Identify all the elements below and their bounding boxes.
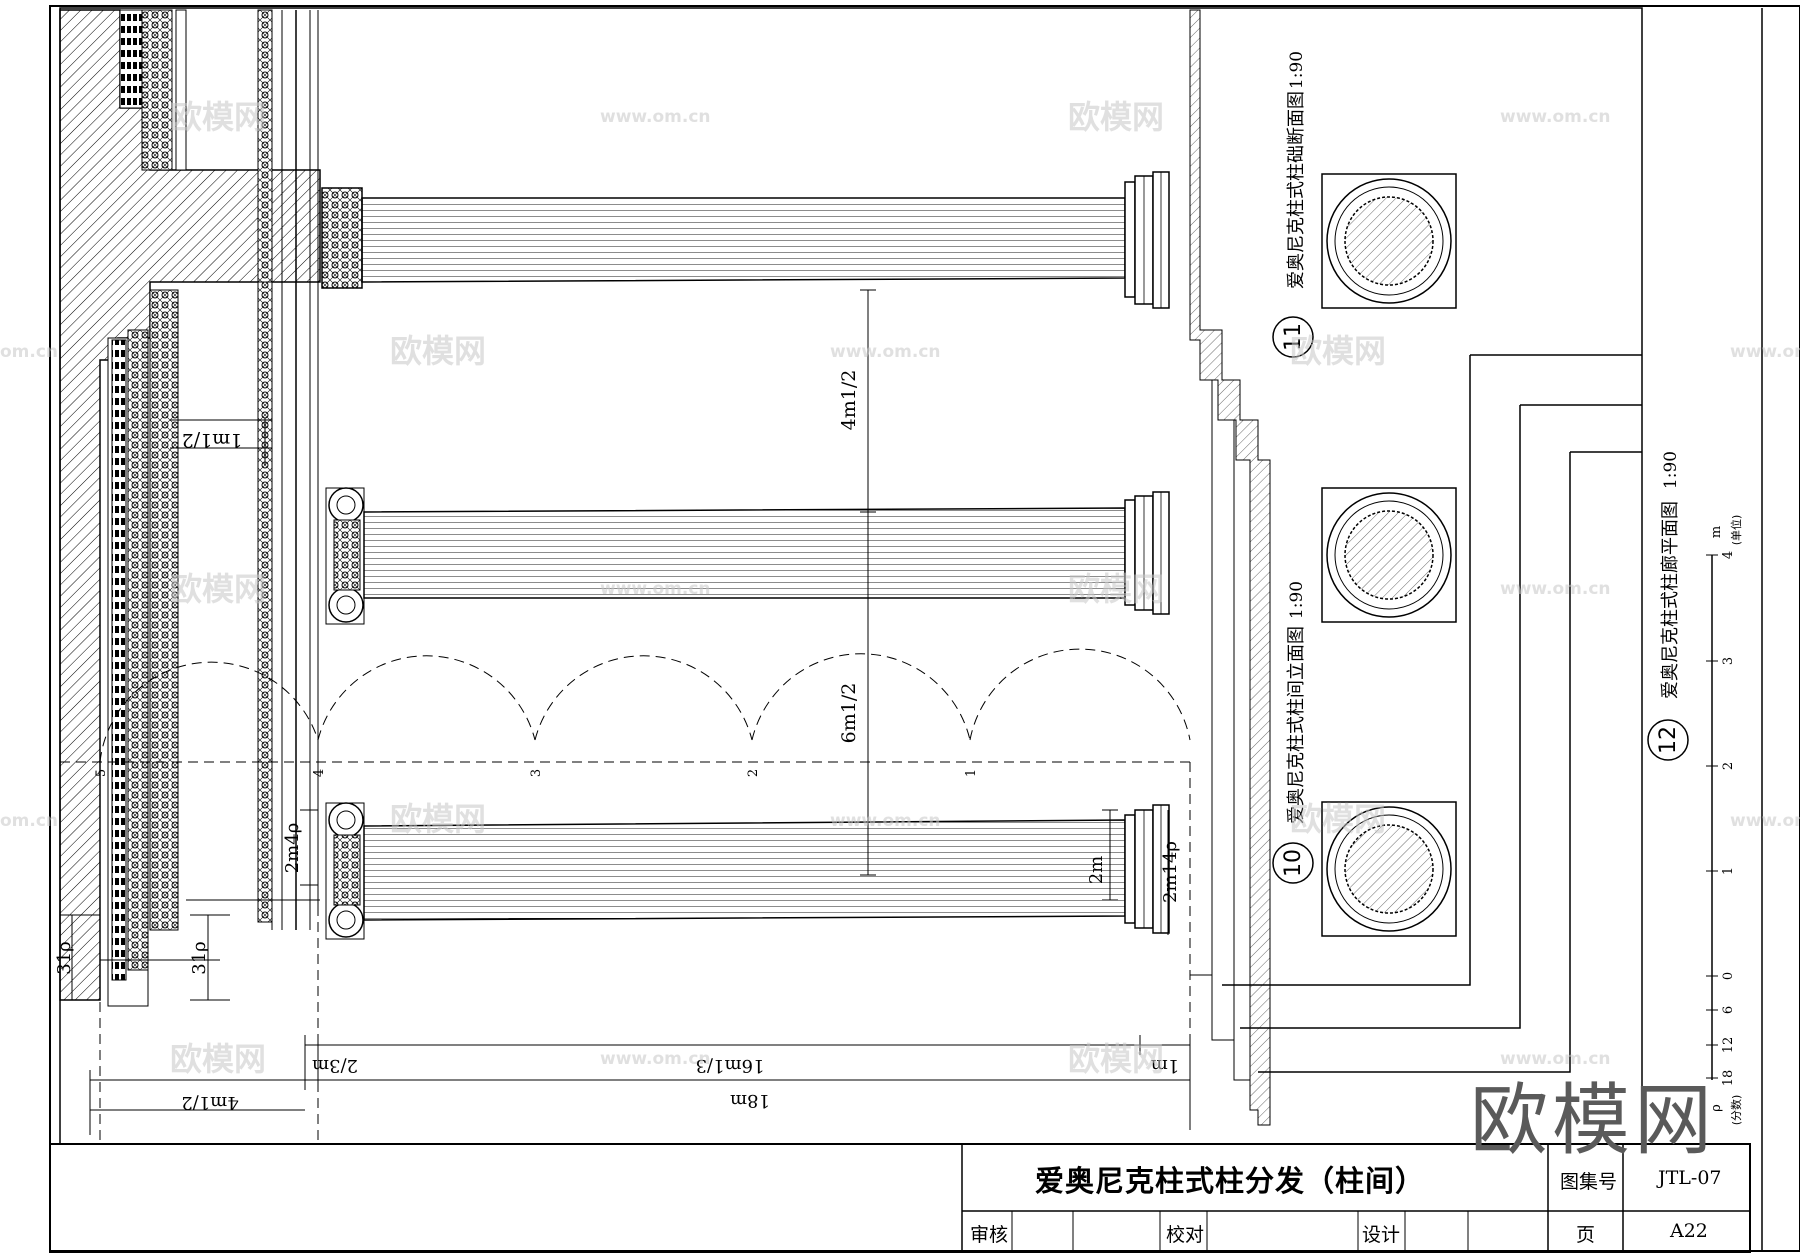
wm-cn-3: 欧模网: [390, 332, 486, 370]
dim-31p-b: 31ρ: [189, 941, 210, 975]
scale-tick-0: 0: [1721, 972, 1736, 980]
wm-cn-1: 欧模网: [170, 98, 266, 136]
scale-bar: [1706, 554, 1718, 1080]
design-label: 设计: [1362, 1224, 1401, 1246]
arc-point-2: 2: [746, 769, 761, 777]
wm-cn-9: 欧模网: [170, 1040, 266, 1078]
wm-url-5: www.om.cn: [600, 579, 711, 599]
scale-tick-4: 4: [1721, 551, 1736, 559]
view-12-title: 爱奥尼克柱式柱廊平面图: [1660, 501, 1681, 699]
main-title: 爱奥尼克柱式柱分发（柱间）: [1035, 1164, 1426, 1198]
arc-point-5: 5: [94, 769, 109, 777]
dim-18m: 18m: [730, 1090, 770, 1111]
arc-point-labels: 1 2 3 4 5: [94, 769, 979, 777]
wm-cn-5: 欧模网: [170, 570, 266, 608]
title-block: [49, 1143, 1751, 1253]
dim-2m4p: 2m4ρ: [282, 823, 303, 874]
scale-m-label: m: [1709, 526, 1724, 538]
dim-2m14p: 2m14ρ: [1160, 841, 1181, 903]
view-10-label: 10 爱奥尼克柱式柱间立面图 1:90: [1272, 581, 1314, 884]
wm-cn-10: 欧模网: [1068, 1040, 1164, 1078]
dim-1m: 1m: [1151, 1055, 1180, 1076]
small-dims-left: [60, 809, 1169, 1001]
wm-cn-2: 欧模网: [1068, 98, 1164, 136]
view-10-scale: 1:90: [1287, 581, 1307, 619]
wm-url-4: www.om.cn: [1730, 342, 1800, 362]
wm-cn-4: 欧模网: [1290, 332, 1386, 370]
plan-circle-top: [1321, 173, 1457, 309]
dim-16m13: 16m1/3: [696, 1055, 765, 1076]
arc-point-1: 1: [964, 769, 979, 777]
atlas-label: 图集号: [1560, 1171, 1618, 1193]
wm-url-7: www.om.cn: [830, 811, 941, 831]
scale-p-tick-18: 18: [1721, 1070, 1736, 1087]
wm-url-short-1: om.cn: [0, 342, 58, 362]
watermark-logo: 欧模网: [1470, 1076, 1717, 1166]
scale-p-tick-6: 6: [1721, 1006, 1736, 1014]
scale-tick-3: 3: [1721, 657, 1736, 665]
wm-url-1: www.om.cn: [600, 107, 711, 127]
view-11-number: 11: [1281, 323, 1306, 351]
view-10-title: 爱奥尼克柱式柱间立面图: [1286, 626, 1307, 824]
view-11-title: 爱奥尼克柱式柱础断面图: [1286, 91, 1307, 289]
column-top: [321, 171, 1170, 309]
dim-2-3m: 2/3m: [312, 1055, 358, 1076]
watermarks: 欧模网 www.om.cn 欧模网 www.om.cn om.cn 欧模网 ww…: [0, 98, 1800, 1078]
vertical-dims: [170, 289, 876, 876]
review-label: 审核: [970, 1224, 1009, 1246]
wm-cn-8: 欧模网: [1290, 800, 1386, 838]
dim-31p-a: 31ρ: [54, 941, 75, 975]
wall-steps: [1189, 9, 1642, 1126]
page-value: A22: [1670, 1220, 1708, 1242]
dim-6m12-vertical: 6m1/2: [838, 683, 860, 744]
entablature-section: [59, 9, 321, 1007]
wm-cn-7: 欧模网: [390, 800, 486, 838]
plan-circle-mid: [1321, 487, 1457, 623]
column-bottom: [325, 802, 1170, 940]
arc-point-4: 4: [312, 769, 327, 777]
wm-url-8: www.om.cn: [1730, 811, 1800, 831]
atlas-value: JTL-07: [1658, 1167, 1722, 1189]
scale-tick-1: 1: [1721, 867, 1736, 875]
wm-url-9: www.om.cn: [600, 1049, 711, 1069]
check-label: 校对: [1166, 1224, 1205, 1246]
scale-p-label: ρ: [1709, 1104, 1724, 1112]
view-11-label: 11 爱奥尼克柱式柱础断面图 1:90: [1272, 51, 1314, 358]
arc-point-3: 3: [529, 769, 544, 777]
horizontal-dims: [89, 1035, 1191, 1135]
view-11-scale: 1:90: [1287, 51, 1307, 89]
wm-url-6: www.om.cn: [1500, 579, 1611, 599]
view-12-number: 12: [1656, 726, 1681, 754]
wm-url-10: www.om.cn: [1500, 1049, 1611, 1069]
plan-circle-bottom: [1321, 801, 1457, 937]
column-middle: [325, 487, 1170, 625]
scale-m-unit: (单位): [1729, 515, 1743, 546]
wm-url-2: www.om.cn: [1500, 107, 1611, 127]
scale-p-unit: (分数): [1730, 1095, 1743, 1126]
view-12-scale: 1:90: [1661, 451, 1681, 489]
view-12-label: 12 爱奥尼克柱式柱廊平面图 1:90: [1647, 451, 1689, 761]
wm-url-3: www.om.cn: [830, 342, 941, 362]
wm-cn-6: 欧模网: [1068, 570, 1164, 608]
dim-1m12-left: 1m1/2: [182, 429, 243, 451]
wm-url-short-2: om.cn: [0, 811, 58, 831]
scale-p-tick-12: 12: [1721, 1037, 1736, 1054]
dim-4m12-vertical: 4m1/2: [838, 370, 860, 431]
dim-4m12-bottom: 4m1/2: [181, 1092, 239, 1113]
page-label: 页: [1576, 1224, 1596, 1246]
scale-tick-2: 2: [1721, 762, 1736, 770]
dim-2m: 2m: [1086, 856, 1107, 885]
view-10-number: 10: [1281, 849, 1306, 877]
